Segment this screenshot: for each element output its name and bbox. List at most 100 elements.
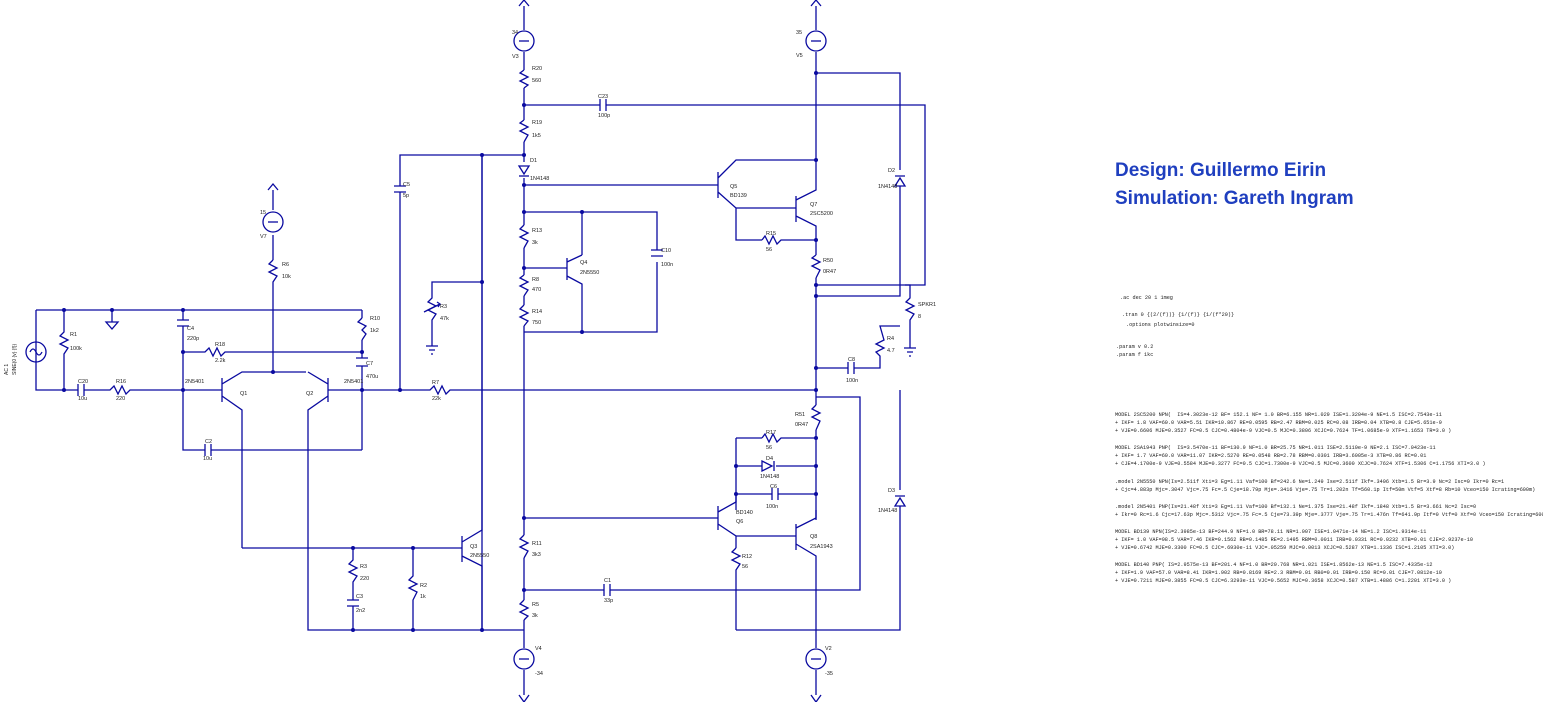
r8-name: R8 <box>532 277 539 283</box>
v3-source: 34 V3 <box>512 30 535 60</box>
directive-param-f: .param f 1kc <box>1116 352 1154 358</box>
protection-diodes: D2 1N4148 D3 1N4148 <box>736 72 907 631</box>
c20-value: 10u <box>78 396 87 402</box>
r17-name: R17 <box>766 430 776 436</box>
model-bd140-line1: MODEL BD140 PNP( IS=2.9575e-13 BF=201.4 … <box>1115 562 1433 568</box>
model-2n5401-line2: + Ikr=0 Rc=1.6 Cjc=17.63p Mjc=.5312 Vjc=… <box>1115 512 1543 518</box>
model-2sa1943-line1: MODEL 2SA1943 PNP( IS=3.5470e-11 BF=130.… <box>1115 445 1436 451</box>
v5-source: 35 V5 <box>796 30 827 59</box>
v5-name: V5 <box>796 53 803 59</box>
d4-name: D4 <box>766 456 773 462</box>
r6-name: R6 <box>282 262 289 268</box>
q6-name: Q6 <box>736 519 743 525</box>
d3-value: 1N4148 <box>878 508 897 514</box>
d4-value: 1N4148 <box>760 474 779 480</box>
r10-name: R10 <box>370 316 380 322</box>
v7-value: 15 <box>260 210 266 216</box>
directive-ac: .ac dec 20 1 1meg <box>1120 295 1173 301</box>
model-2sc5200-line2: + IKF= 1.8 VAF=60.0 VAR=5.51 IKR=10.867 … <box>1115 420 1442 426</box>
model-bd139-line3: + VJE=0.6742 MJE=0.3300 FC=0.5 CJC=.6930… <box>1115 545 1455 551</box>
directive-param-v: .param v 0.2 <box>1116 344 1154 350</box>
q7-transistor: Q7 2SC5200 <box>736 160 833 240</box>
q4-transistor: Q4 2N5550 C10 100n <box>522 210 673 334</box>
r2-value: 1k <box>420 594 426 600</box>
q2-value: 2N5401 <box>344 379 363 385</box>
source-value: SINE(0 {v} {f}) <box>12 344 18 375</box>
right-vertical-rail <box>810 0 822 702</box>
r3b-name: R3 <box>360 564 367 570</box>
speaker-load: SPKR1 8 <box>816 284 936 357</box>
v7-name: V7 <box>260 234 267 240</box>
r17-value: 56 <box>766 445 772 451</box>
r6-resistor: R6 10k <box>267 259 291 372</box>
c2-name: C2 <box>205 439 212 445</box>
c2-value: 10u <box>203 456 212 462</box>
c10-value: 100n <box>661 262 673 268</box>
r14-resistor: R14 750 <box>518 304 542 327</box>
r15-name: R15 <box>766 231 776 237</box>
q6-value: BD140 <box>736 510 753 516</box>
spkr-name: SPKR1 <box>918 302 936 308</box>
r5-resistor: R5 3k <box>518 599 539 621</box>
c10-name: C10 <box>661 248 671 254</box>
r12-resistor: R12 56 <box>730 547 752 630</box>
r51-resistor: R51 0R47 <box>795 404 822 431</box>
c8-value: 100n <box>846 378 858 384</box>
r14-name: R14 <box>532 309 542 315</box>
model-2sc5200-line1: MODEL 2SC5200 NPN( IS=4.3023e-12 BF= 152… <box>1115 412 1442 418</box>
d1-name: D1 <box>530 158 537 164</box>
input-stage: R1 100k C4 220p R10 1k2 R18 2.2k C7 470u… <box>4 308 380 462</box>
q2-transistor: 2N5401 Q2 <box>306 371 524 631</box>
r11-resistor: R11 3k3 <box>518 534 542 559</box>
c5-capacitor: C5 5p <box>394 153 524 390</box>
r3-value: 47k <box>440 316 449 322</box>
r16-value: 220 <box>116 396 125 402</box>
q5-name: Q5 <box>730 184 737 190</box>
r12-value: 56 <box>742 564 748 570</box>
directive-options: .options plotwinsize=0 <box>1126 322 1195 328</box>
v3-name: V3 <box>512 54 519 60</box>
c6-name: C6 <box>770 484 777 490</box>
c4-value: 220p <box>187 336 199 342</box>
q4-value: 2N5550 <box>580 270 599 276</box>
r20-name: R20 <box>532 66 542 72</box>
r1-value: 100k <box>70 346 82 352</box>
r10-value: 1k2 <box>370 328 379 334</box>
r13-name: R13 <box>532 228 542 234</box>
q5-transistor: Q5 BD139 <box>522 159 818 241</box>
r13-resistor: R13 3k <box>518 224 542 249</box>
r16-name: R16 <box>116 379 126 385</box>
c1-value: 33p <box>604 598 613 604</box>
v7-source: 15 V7 <box>260 182 284 260</box>
model-2n5401-line1: .model 2N5401 PNP(Is=21.48f Xti=3 Eg=1.1… <box>1115 504 1477 510</box>
r11-name: R11 <box>532 541 542 547</box>
r13-value: 3k <box>532 240 538 246</box>
q7-value: 2SC5200 <box>810 211 833 217</box>
model-2sa1943-line2: + IKF= 1.7 VAF=60.0 VAR=11.07 IKR=2.5270… <box>1115 453 1427 459</box>
design-credit: Design: Guillermo Eirin <box>1115 160 1327 181</box>
d2-value: 1N4148 <box>878 184 897 190</box>
c7-value: 470u <box>366 374 378 380</box>
r12-name: R12 <box>742 554 752 560</box>
q5-value: BD139 <box>730 193 747 199</box>
v4-name: V4 <box>535 646 542 652</box>
c3-name: C3 <box>356 594 363 600</box>
model-2sc5200-line3: + VJE=0.6606 MJE=0.3527 FC=0.5 CJC=0.480… <box>1115 428 1452 434</box>
r8-value: 470 <box>532 287 541 293</box>
d1-value: 1N4148 <box>530 176 549 182</box>
r51-value: 0R47 <box>795 422 808 428</box>
source-name: AC 1 <box>4 364 10 375</box>
q1-value: 2N5401 <box>185 379 204 385</box>
model-2n5550-line2: + Cjc=4.883p Mjc=.3047 Vjc=.75 Fc=.5 Cje… <box>1115 487 1536 493</box>
q8-name: Q8 <box>810 534 817 540</box>
q3-name: Q3 <box>470 544 477 550</box>
model-bd140-line3: + VJE=0.7211 MJE=0.3855 FC=0.5 CJC=6.329… <box>1115 578 1452 584</box>
directive-tran: .tran 0 {(2/(f))} {1/(f)} {1/(f*20)} <box>1122 312 1235 318</box>
r3-name: R3 <box>440 304 447 310</box>
r3b-value: 220 <box>360 576 369 582</box>
r19-resistor: R19 1k5 <box>518 119 542 143</box>
v2-value: -35 <box>825 671 833 677</box>
c23-name: C23 <box>598 94 608 100</box>
v4-value: -34 <box>535 671 543 677</box>
r51-name: R51 <box>795 412 805 418</box>
